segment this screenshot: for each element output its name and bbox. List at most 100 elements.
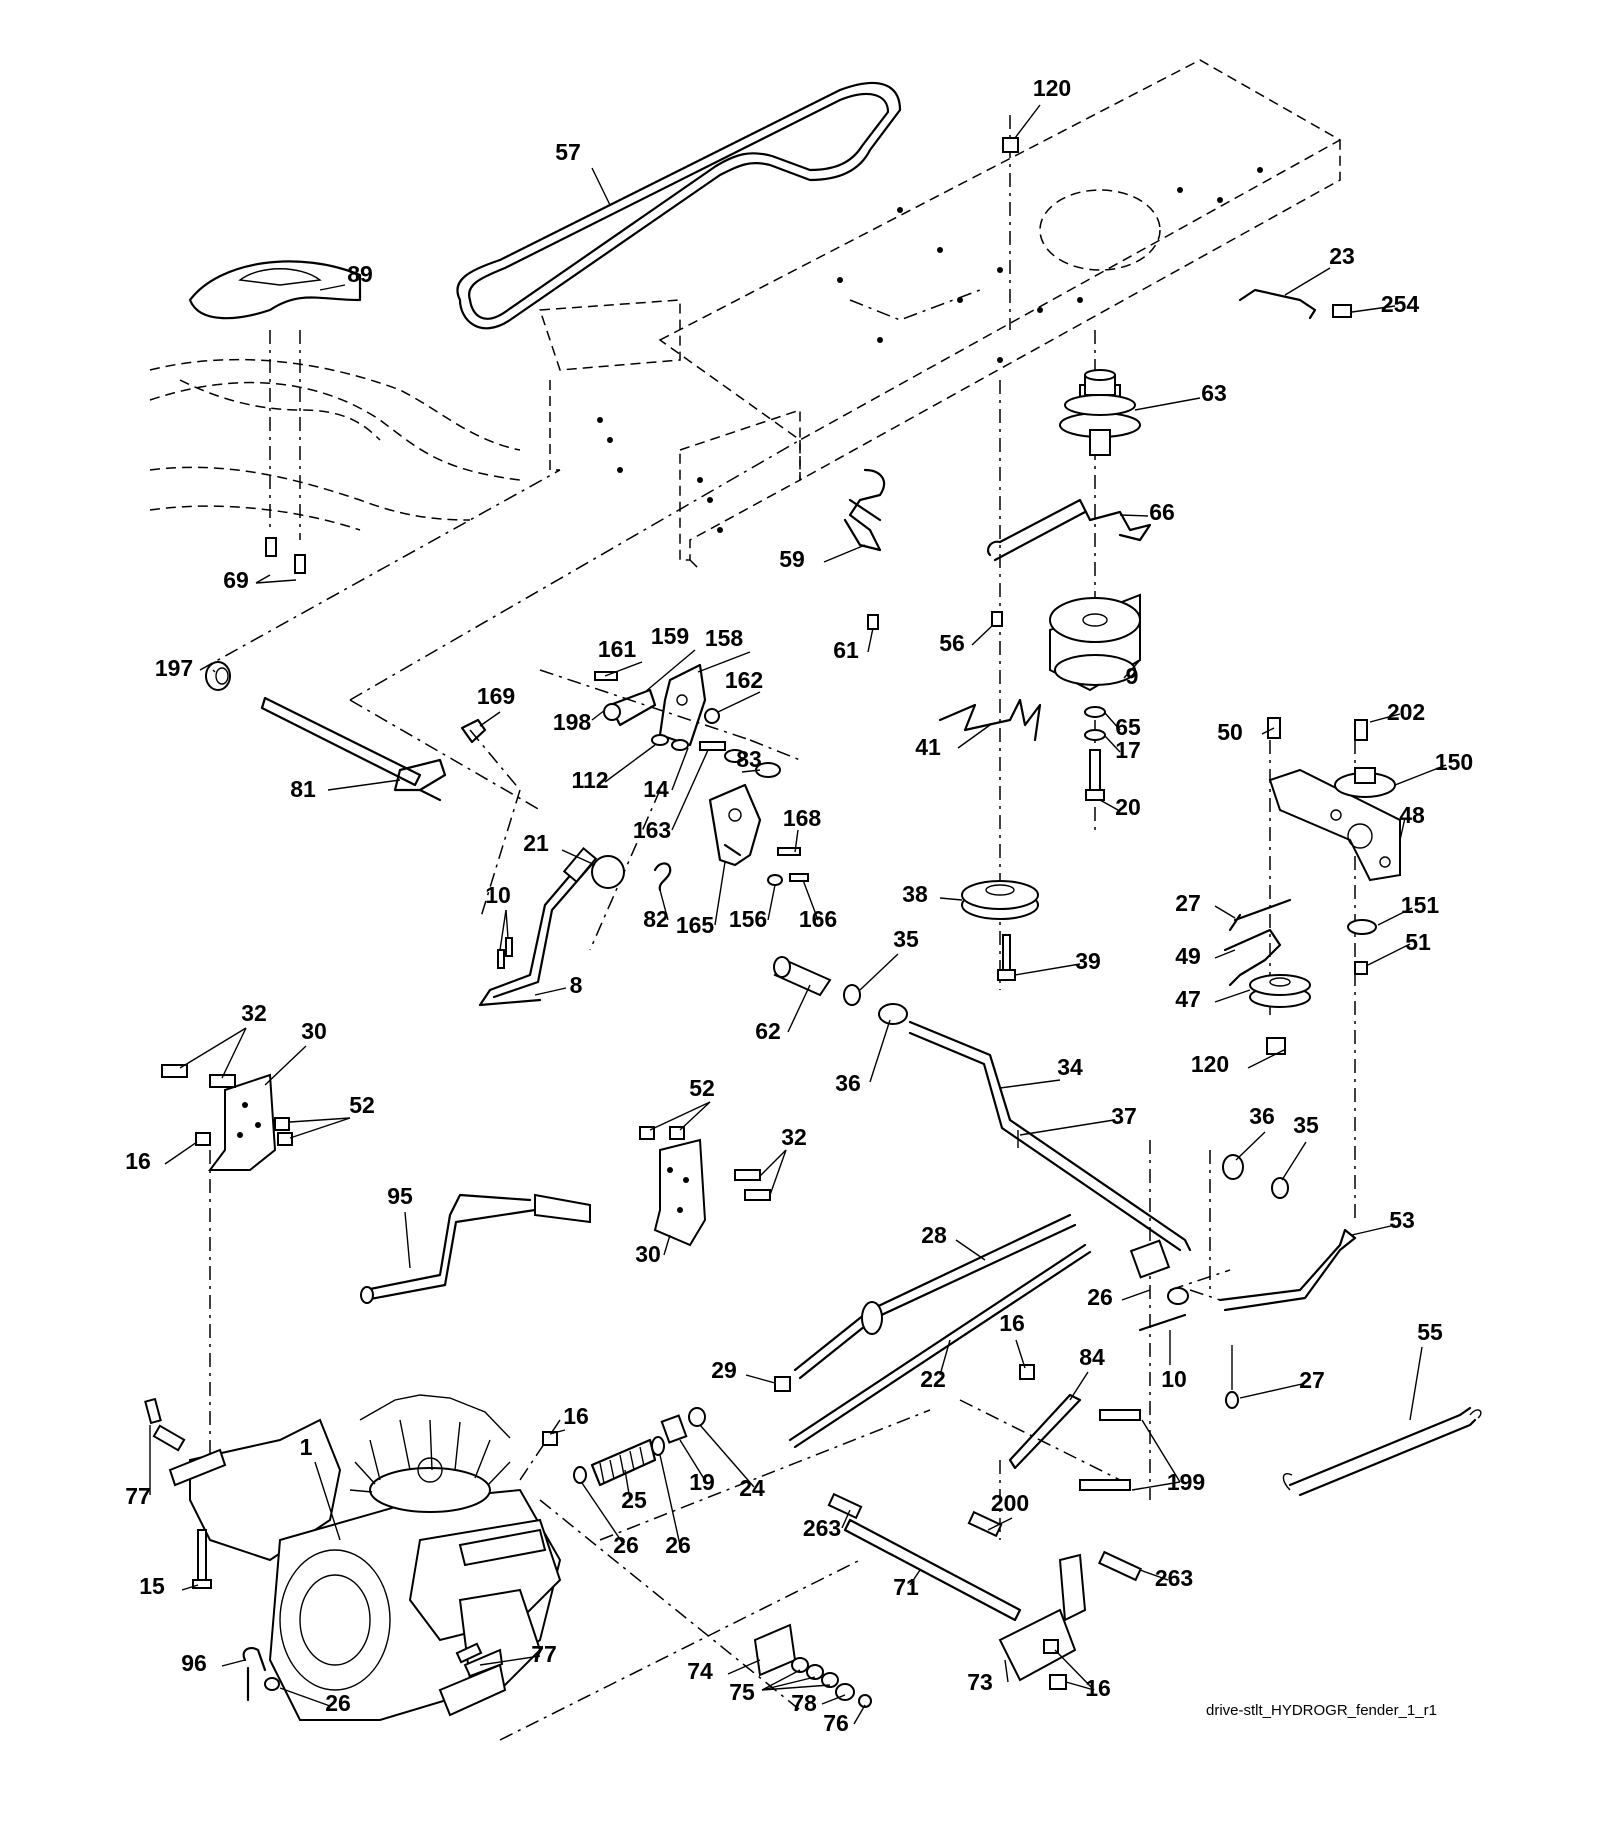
callout-55: 55: [1417, 1319, 1443, 1345]
rod-66: [986, 498, 1152, 562]
spacer-74: [753, 1623, 872, 1708]
callout-35: 35: [893, 926, 919, 952]
callout-52: 52: [689, 1075, 715, 1101]
callout-20: 20: [1115, 794, 1141, 820]
callout-50: 50: [1217, 719, 1243, 745]
callout-23: 23: [1329, 243, 1355, 269]
callout-156: 156: [729, 906, 767, 932]
callout-59: 59: [779, 546, 805, 572]
callout-61: 61: [833, 637, 859, 663]
nut-120: [1002, 137, 1019, 153]
link-84: [1008, 1364, 1141, 1491]
fender-outline: [149, 358, 521, 531]
callout-199: 199: [1167, 1469, 1205, 1495]
callout-71: 71: [893, 1574, 919, 1600]
bushing-197: [205, 661, 231, 691]
rod-71: [827, 1492, 1142, 1690]
spring-clip-59: [843, 468, 886, 630]
callout-10: 10: [485, 882, 511, 908]
callout-16: 16: [125, 1148, 151, 1174]
callout-74: 74: [687, 1658, 713, 1684]
leader-lines: [149, 104, 1447, 1725]
transmission: [152, 1394, 562, 1721]
callout-26: 26: [665, 1532, 691, 1558]
lever-95: [360, 1193, 591, 1304]
callout-66: 66: [1149, 499, 1175, 525]
pin-96: [242, 1646, 280, 1702]
callout-57: 57: [555, 139, 581, 165]
callout-62: 62: [755, 1018, 781, 1044]
callout-95: 95: [387, 1183, 413, 1209]
bushing-26: [1129, 1239, 1239, 1409]
callout-29: 29: [711, 1357, 737, 1383]
bolt-56: [991, 611, 1003, 627]
callout-30: 30: [635, 1241, 661, 1267]
callout-26: 26: [325, 1690, 351, 1716]
callout-17: 17: [1115, 737, 1141, 763]
callout-24: 24: [739, 1475, 765, 1501]
callout-37: 37: [1111, 1103, 1137, 1129]
callout-77: 77: [531, 1641, 557, 1667]
pulley-38: [961, 880, 1039, 920]
callout-34: 34: [1057, 1054, 1083, 1080]
callout-14: 14: [643, 776, 669, 802]
callout-76: 76: [823, 1710, 849, 1736]
knob-21: [591, 855, 625, 889]
bolt-10: [497, 937, 513, 969]
callout-83: 83: [736, 746, 762, 772]
pulley-47: [1249, 974, 1311, 1008]
callout-73: 73: [967, 1669, 993, 1695]
callout-56: 56: [939, 630, 965, 656]
callout-84: 84: [1079, 1344, 1105, 1370]
key-77: [144, 1397, 483, 1664]
callout-1: 1: [300, 1434, 313, 1460]
frame-outline: [538, 59, 1342, 571]
bracket-30: [161, 1064, 293, 1171]
callout-169: 169: [477, 683, 515, 709]
idler-arm-48: [1267, 717, 1401, 882]
bracket-49: [1223, 928, 1282, 987]
callout-15: 15: [139, 1573, 165, 1599]
shaft-34: [908, 1020, 1192, 1252]
callout-120: 120: [1191, 1051, 1229, 1077]
callout-49: 49: [1175, 943, 1201, 969]
callout-69: 69: [223, 567, 249, 593]
spring-41: [938, 698, 1042, 742]
callout-162: 162: [725, 667, 763, 693]
callout-159: 159: [651, 623, 689, 649]
callout-197: 197: [155, 655, 193, 681]
callout-26: 26: [1087, 1284, 1113, 1310]
washers-65: [1084, 706, 1106, 801]
callout-198: 198: [553, 709, 592, 735]
callout-63: 63: [1201, 380, 1227, 406]
rods-28: [775, 1213, 1092, 1449]
callout-25: 25: [621, 1487, 647, 1513]
bushing-29: [774, 1376, 791, 1392]
drive-belt: [456, 81, 902, 330]
spring-55: [1282, 1406, 1482, 1497]
callout-165: 165: [676, 912, 715, 938]
callout-41: 41: [915, 734, 941, 760]
bracket-158: [594, 663, 720, 747]
washers-14: [651, 734, 781, 778]
callout-202: 202: [1387, 699, 1425, 725]
callout-158: 158: [705, 625, 744, 651]
rod-53: [1218, 1228, 1357, 1312]
spring-25: [542, 1407, 706, 1487]
callout-53: 53: [1389, 1207, 1415, 1233]
fender-cover: [188, 260, 362, 320]
bracket-30-center: [639, 1126, 771, 1247]
pin-27: [1228, 898, 1292, 932]
diagram-caption: drive-stlt_HYDROGR_fender_1_r1: [1206, 1702, 1437, 1719]
callout-51: 51: [1405, 929, 1431, 955]
callout-27: 27: [1299, 1367, 1325, 1393]
callout-81: 81: [290, 776, 316, 802]
callout-28: 28: [921, 1222, 947, 1248]
callout-32: 32: [241, 1000, 267, 1026]
callout-48: 48: [1399, 802, 1425, 828]
callout-32: 32: [781, 1124, 807, 1150]
callout-10: 10: [1161, 1366, 1187, 1392]
washer-36: [1222, 1154, 1289, 1199]
callout-77: 77: [125, 1483, 151, 1509]
